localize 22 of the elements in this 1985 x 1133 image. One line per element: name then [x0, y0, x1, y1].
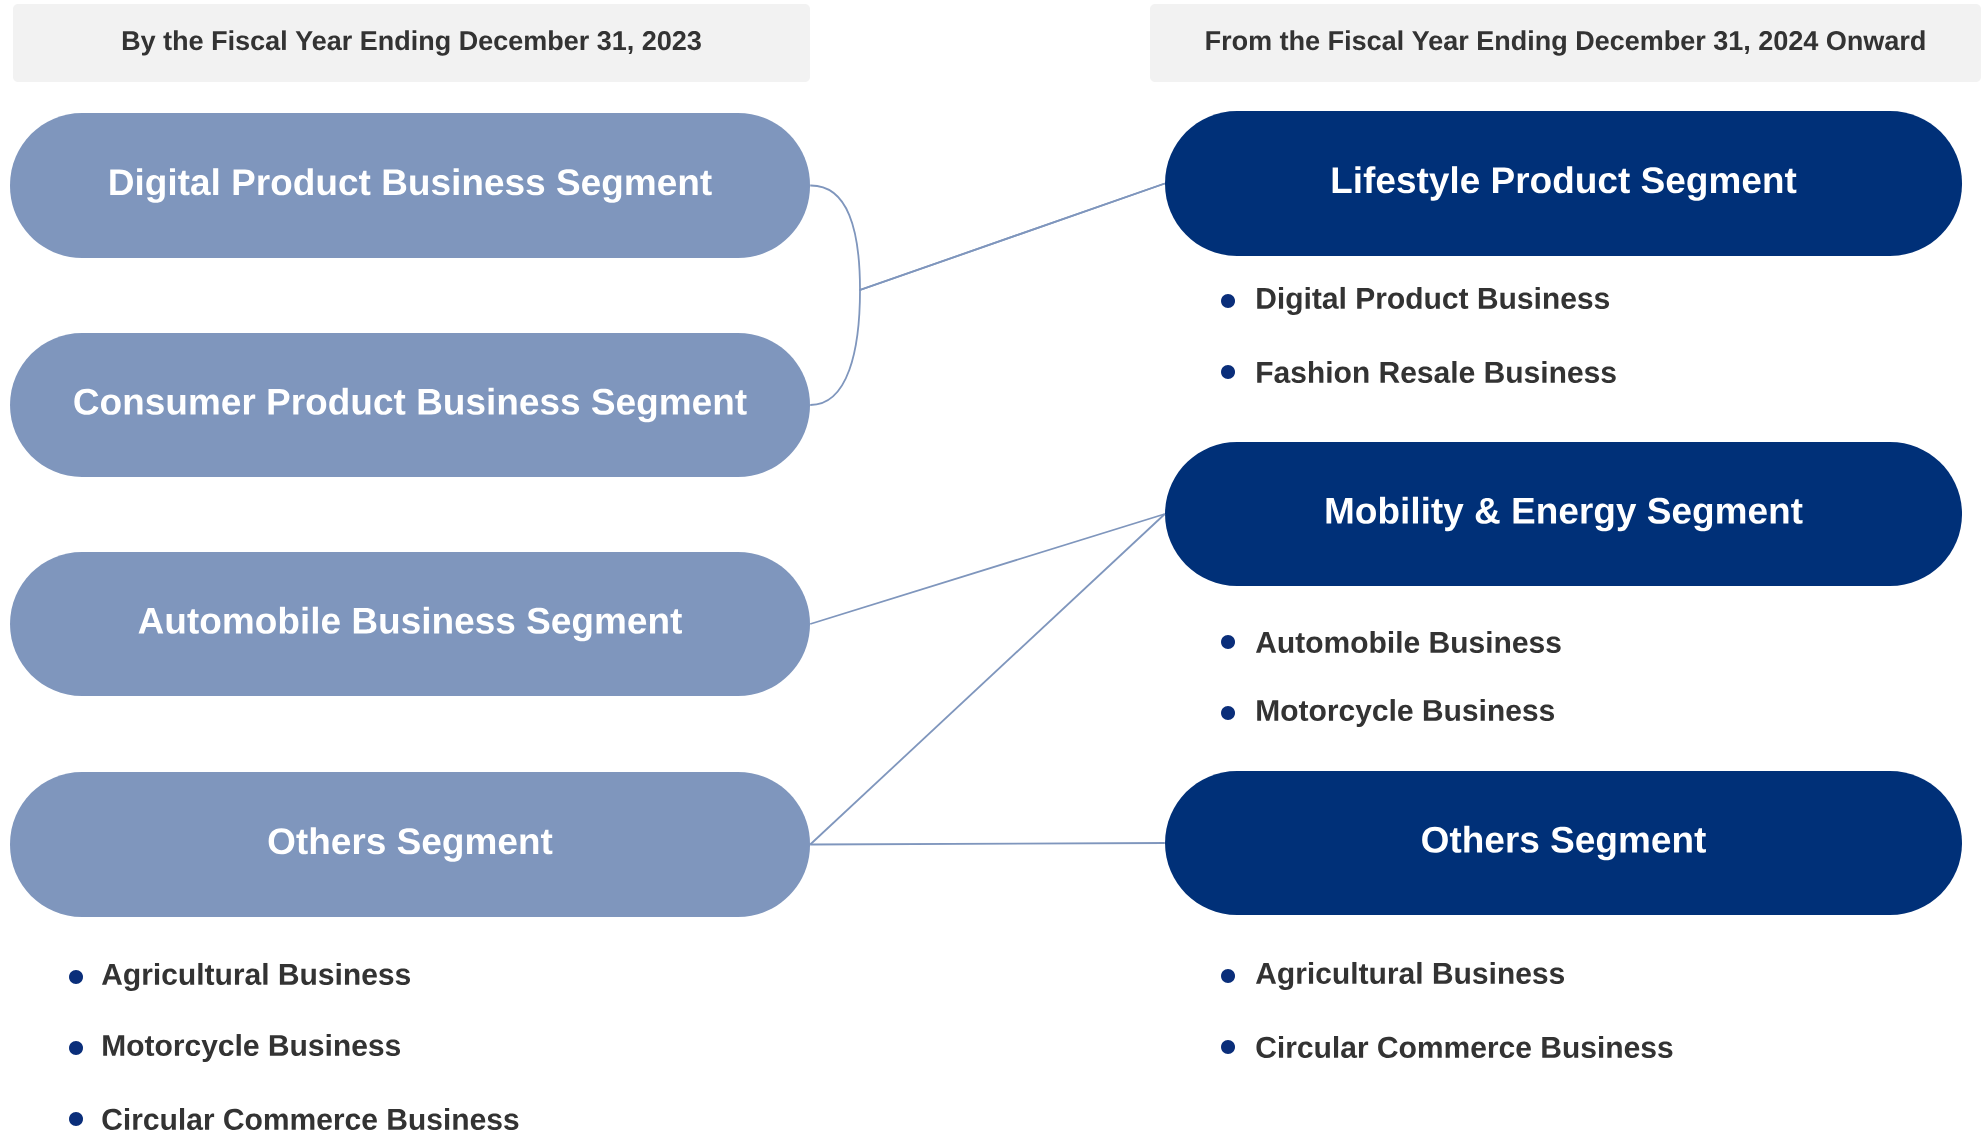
segment-pill: Others Segment	[1165, 771, 1962, 915]
segment-pill: Consumer Product Business Segment	[10, 333, 810, 477]
header-box: By the Fiscal Year Ending December 31, 2023	[13, 4, 810, 82]
bullet-item: Digital Product Business	[1221, 286, 1610, 316]
bullet-item: Motorcycle Business	[69, 1034, 401, 1062]
segment-pill: Digital Product Business Segment	[10, 113, 810, 258]
segment-pill: Automobile Business Segment	[10, 552, 810, 696]
bullet-item: Automobile Business	[1221, 631, 1561, 654]
connector-line	[809, 842, 1166, 846]
bullet-item: Fashion Resale Business	[1221, 361, 1616, 384]
bullet-item: Agricultural Business	[1221, 961, 1565, 991]
segment-pill: Mobility & Energy Segment	[1165, 442, 1962, 586]
header-box: From the Fiscal Year Ending December 31, 2024 Onward	[1150, 4, 1982, 82]
bullet-item: Motorcycle Business	[1221, 699, 1555, 727]
bullet-item: Circular Commerce Business	[69, 1108, 519, 1131]
connector-line	[809, 513, 1166, 846]
bullet-item: Circular Commerce Business	[1221, 1036, 1673, 1059]
connector-line	[809, 513, 1166, 625]
segment-pill: Lifestyle Product Segment	[1165, 111, 1962, 256]
connector-line	[809, 182, 1166, 406]
segment-pill: Others Segment	[10, 772, 810, 917]
bullet-item: Agricultural Business	[69, 962, 410, 992]
